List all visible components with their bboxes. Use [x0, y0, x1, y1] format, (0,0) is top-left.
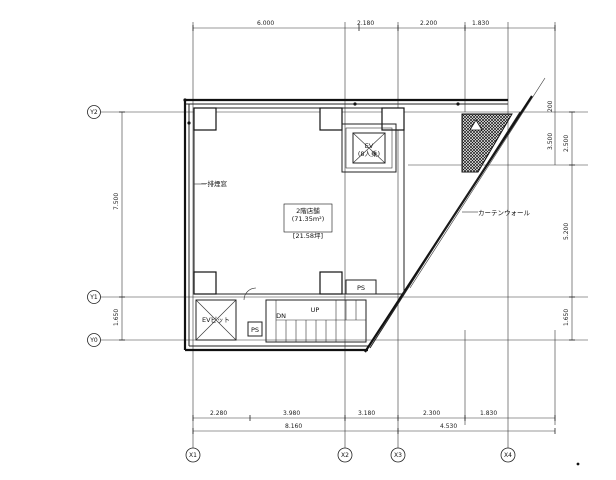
dim-left-2: 1.650	[113, 309, 120, 326]
column-bottom-left	[193, 271, 217, 295]
pit-box	[195, 299, 237, 341]
elevator-capacity: (8人乗)	[358, 149, 380, 158]
top-dimensions: 6.000 2.180 2.200 1.830	[192, 20, 556, 31]
curtain-wall-label: カーテンウォール	[478, 209, 531, 217]
room-area-m2: (71.35m²)	[292, 215, 325, 223]
grid-label-x1: X1	[189, 452, 197, 459]
shaft-triangle	[461, 113, 513, 173]
annotations: 一排煙窓 カーテンウォール	[194, 179, 531, 217]
column-bottom-mid	[319, 271, 343, 295]
dim-left-1: 7.500	[113, 193, 120, 210]
grid-label-x4: X4	[504, 452, 512, 459]
room-title: 2階店舗	[296, 206, 320, 215]
dim-bottom-2: 3.980	[283, 410, 300, 417]
left-dimensions: 7.500 1.650	[113, 111, 125, 341]
elevator-label: EV	[365, 142, 374, 150]
ps-label: PS	[357, 284, 365, 292]
grid-bubbles: Y2 Y1 Y0 X1 X2 X3 X4	[87, 105, 516, 463]
bottom-dimensions: 2.280 3.980 3.180 2.300 1.830 8.160 4.53…	[192, 410, 556, 434]
grid-lines	[100, 22, 588, 448]
ps-box	[345, 279, 377, 295]
right-dimensions: 2.500 5.200 1.650 3.500 200	[547, 100, 575, 341]
grid-bubble-y2	[87, 105, 101, 119]
window-note: 一排煙窓	[201, 179, 228, 188]
dim-top-2: 2.180	[357, 20, 374, 27]
column-top-right	[381, 107, 405, 131]
dim-bottom-1: 2.280	[210, 410, 227, 417]
grid-label-y1: Y1	[89, 294, 98, 301]
grid-bubble-x3	[390, 447, 406, 463]
dim-right-2: 5.200	[563, 223, 570, 240]
dim-top-1: 6.000	[257, 20, 274, 27]
grid-label-y0: Y0	[89, 337, 98, 344]
grid-bubble-x2	[337, 447, 353, 463]
column-top-left	[193, 107, 217, 131]
dim-right-1: 2.500	[563, 135, 570, 152]
grid-bubble-x4	[500, 447, 516, 463]
grid-label-x3: X3	[394, 452, 402, 459]
dim-bottom-4: 2.300	[423, 410, 440, 417]
room-labels: 2階店舗 (71.35m²) [21.58坪]	[283, 203, 333, 240]
dim-bottom-6: 8.160	[285, 423, 302, 430]
dim-bottom-5: 1.830	[480, 410, 497, 417]
corner-dot	[576, 462, 580, 466]
dim-bottom-3: 3.180	[358, 410, 375, 417]
grid-label-x2: X2	[341, 452, 349, 459]
grid-bubble-y0	[87, 333, 101, 347]
dim-bottom-7: 4.530	[440, 423, 457, 430]
dim-top-4: 1.830	[472, 20, 489, 27]
service-block: EVピット PS PS UP DN	[195, 279, 377, 343]
grid-bubble-y1	[87, 290, 101, 304]
stair-up-label: UP	[311, 306, 320, 314]
ps-small-box	[247, 321, 263, 337]
ps-small-label: PS	[251, 326, 259, 334]
dim-right-corner: 200	[547, 100, 554, 112]
dim-right-top: 3.500	[547, 133, 554, 150]
elevator: EV (8人乗)	[341, 123, 397, 173]
room-area-tsubo: [21.58坪]	[293, 232, 323, 240]
grid-bubble-x1	[185, 447, 201, 463]
column-top-mid	[319, 107, 343, 131]
grid-label-y2: Y2	[89, 109, 98, 116]
dim-top-3: 2.200	[420, 20, 437, 27]
stair-down-label: DN	[276, 312, 286, 320]
dim-right-3: 1.650	[563, 309, 570, 326]
pit-label: EVピット	[202, 316, 230, 324]
